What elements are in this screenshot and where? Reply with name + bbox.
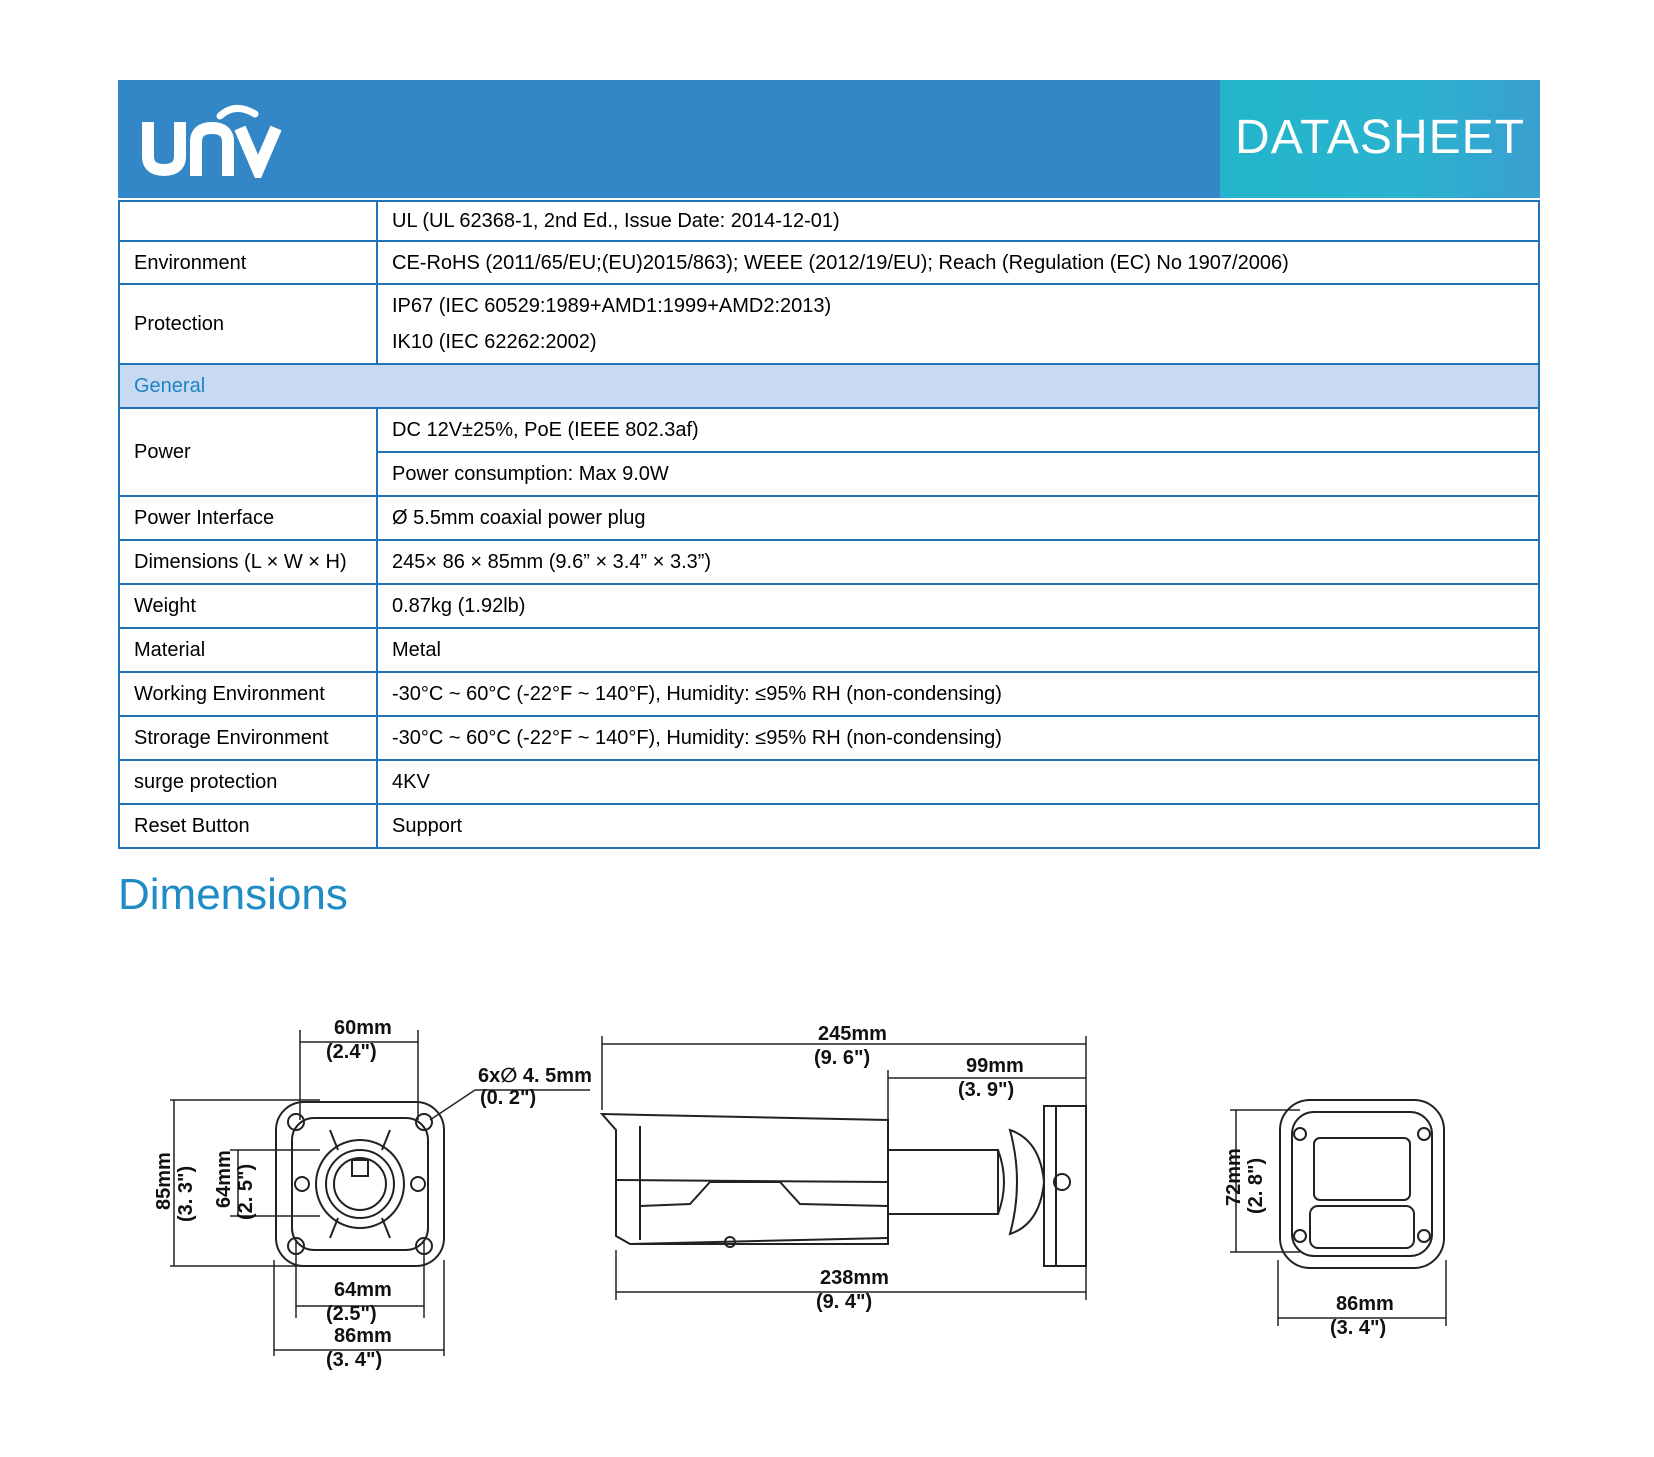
- dim-label: 99mm: [966, 1055, 1024, 1077]
- spec-key: Protection: [118, 283, 378, 365]
- dim-label: 85mm: [153, 1152, 175, 1210]
- table-row: Power consumption: Max 9.0W: [119, 451, 1540, 497]
- section-row-general: General: [118, 363, 1540, 409]
- dim-label: 60mm: [334, 1017, 392, 1039]
- table-row: Weight 0.87kg (1.92lb): [118, 583, 1540, 629]
- spec-value-line: IK10 (IEC 62262:2002): [392, 331, 597, 353]
- spec-value-line: IP67 (IEC 60529:1989+AMD1:1999+AMD2:2013…: [392, 295, 832, 317]
- spec-key: Power Interface: [118, 495, 378, 541]
- dim-label: (3. 4"): [326, 1349, 382, 1371]
- spec-value: 245× 86 × 85mm (9.6” × 3.4” × 3.3”): [376, 539, 1540, 585]
- unv-logo: [142, 105, 282, 178]
- dim-label: (2.5"): [326, 1303, 377, 1325]
- spec-value: CE-RoHS (2011/65/EU;(EU)2015/863); WEEE …: [376, 240, 1540, 285]
- table-row: Protection IP67 (IEC 60529:1989+AMD1:199…: [118, 283, 1540, 365]
- table-row: Power Interface Ø 5.5mm coaxial power pl…: [118, 495, 1540, 541]
- spec-value: IP67 (IEC 60529:1989+AMD1:1999+AMD2:2013…: [376, 283, 1540, 365]
- table-row: Working Environment -30°C ~ 60°C (-22°F …: [118, 671, 1540, 717]
- spec-value: 4KV: [376, 759, 1540, 805]
- table-row: Reset Button Support: [118, 803, 1540, 849]
- spec-value: Metal: [376, 627, 1540, 673]
- spec-key: Material: [118, 627, 378, 673]
- dim-label: 238mm: [820, 1267, 889, 1289]
- dim-label: (3. 4"): [1330, 1317, 1386, 1339]
- front-view-drawing: [1230, 1099, 1447, 1326]
- side-view-drawing: [599, 1036, 1087, 1300]
- section-label: General: [118, 363, 1540, 409]
- spec-value: Ø 5.5mm coaxial power plug: [376, 495, 1540, 541]
- table-row: Strorage Environment -30°C ~ 60°C (-22°F…: [118, 715, 1540, 761]
- table-row: Environment CE-RoHS (2011/65/EU;(EU)2015…: [118, 240, 1540, 285]
- table-row: UL (UL 62368-1, 2nd Ed., Issue Date: 201…: [118, 200, 1540, 242]
- spec-value: UL (UL 62368-1, 2nd Ed., Issue Date: 201…: [376, 200, 1540, 242]
- spec-value: -30°C ~ 60°C (-22°F ~ 140°F), Humidity: …: [376, 671, 1540, 717]
- spec-key: Working Environment: [118, 671, 378, 717]
- dim-label: (3. 9"): [958, 1079, 1014, 1101]
- back-view-drawing: [170, 1030, 590, 1356]
- dim-label: (9. 6"): [814, 1047, 870, 1069]
- spec-key: Dimensions (L × W × H): [118, 539, 378, 585]
- dim-label: 245mm: [818, 1023, 887, 1045]
- spec-key: Reset Button: [118, 803, 378, 849]
- datasheet-badge: DATASHEET: [1220, 80, 1540, 198]
- dim-label: 64mm: [334, 1279, 392, 1301]
- dim-label: 6x∅ 4. 5mm: [478, 1065, 592, 1087]
- dim-label: (2. 5"): [235, 1164, 257, 1220]
- spec-value: 0.87kg (1.92lb): [376, 583, 1540, 629]
- table-row: surge protection 4KV: [118, 759, 1540, 805]
- dimensions-title: Dimensions: [118, 870, 348, 919]
- spec-key: Strorage Environment: [118, 715, 378, 761]
- spec-table: UL (UL 62368-1, 2nd Ed., Issue Date: 201…: [118, 200, 1540, 849]
- dim-label: (3. 3"): [175, 1166, 197, 1222]
- table-row: Material Metal: [118, 627, 1540, 673]
- table-row: Dimensions (L × W × H) 245× 86 × 85mm (9…: [118, 539, 1540, 585]
- spec-value: Power consumption: Max 9.0W: [376, 451, 1540, 497]
- dim-label: (9. 4"): [816, 1291, 872, 1313]
- spec-key: Weight: [118, 583, 378, 629]
- datasheet-header: DATASHEET: [118, 80, 1540, 198]
- table-row: Power DC 12V±25%, PoE (IEEE 802.3af): [118, 407, 1540, 497]
- dim-label: (2. 8"): [1245, 1158, 1267, 1214]
- dim-label: 64mm: [213, 1150, 235, 1208]
- spec-key: Environment: [118, 240, 378, 285]
- dim-label: 86mm: [334, 1325, 392, 1347]
- dim-label: (2.4"): [326, 1041, 377, 1063]
- spec-value: DC 12V±25%, PoE (IEEE 802.3af): [376, 407, 1540, 453]
- spec-value: Support: [376, 803, 1540, 849]
- dim-label: 86mm: [1336, 1293, 1394, 1315]
- spec-key: Power: [118, 407, 378, 497]
- dim-label: 72mm: [1223, 1148, 1245, 1206]
- spec-key: surge protection: [118, 759, 378, 805]
- datasheet-label: DATASHEET: [1235, 111, 1525, 164]
- dim-label: (0. 2"): [480, 1087, 536, 1109]
- spec-value: -30°C ~ 60°C (-22°F ~ 140°F), Humidity: …: [376, 715, 1540, 761]
- spec-key: [118, 200, 378, 242]
